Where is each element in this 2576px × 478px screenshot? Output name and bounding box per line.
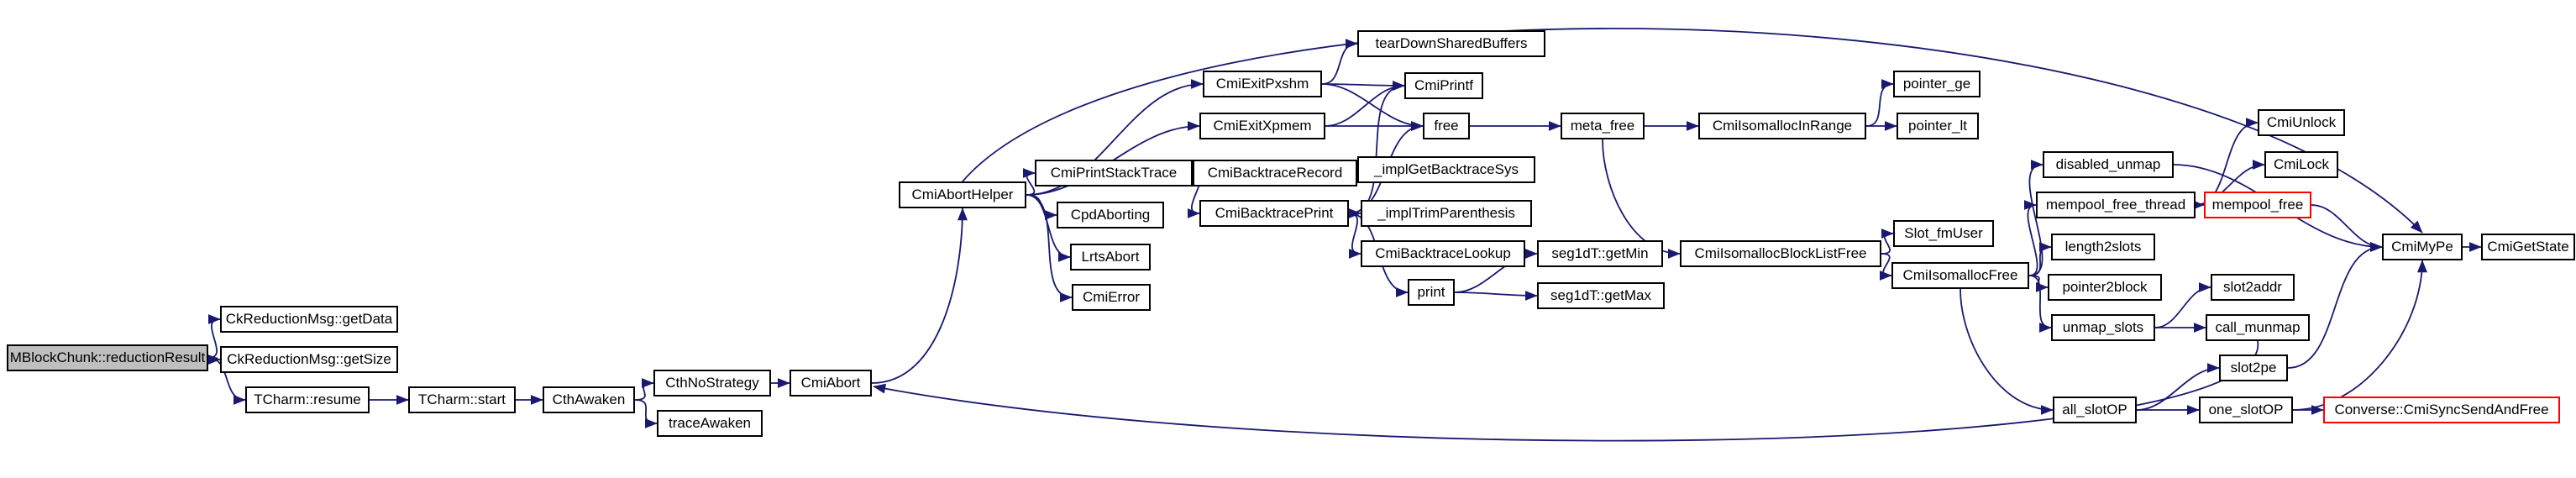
graph-node-cmimype[interactable]: CmiMyPe [2382, 234, 2463, 260]
call-edge-unmapslots-to-slot2addr [2154, 282, 2211, 328]
graph-node-backtracerecord[interactable]: CmiBacktraceRecord [1193, 160, 1357, 186]
call-edge-cmiexitpxshm-to-free [1321, 83, 1424, 131]
call-edge-isomallocfree-to-mempoolfreethread [2023, 200, 2038, 276]
call-edge-cmiexitxpmem-to-cmiprintf [1325, 81, 1405, 127]
call-edge-cmiaborthelper-to-cmiexitpxshm [1026, 79, 1204, 196]
call-edge-cthawaken-to-cthnostrategy [634, 378, 654, 401]
call-edge-print-to-getmin [1454, 249, 1538, 293]
graph-node-mempoolfreethread[interactable]: mempool_free_thread [2036, 192, 2196, 218]
graph-node-isomallocinrange[interactable]: CmiIsomallocInRange [1698, 113, 1866, 139]
graph-node-cthawaken[interactable]: CthAwaken [543, 386, 635, 413]
graph-node-print[interactable]: print [1408, 279, 1455, 306]
call-edge-reductionresult-to-getdata [207, 314, 221, 359]
graph-node-mempoolfree[interactable]: mempool_free [2204, 192, 2311, 218]
call-edge-isomallocfree-to-allslotop [1960, 288, 2054, 415]
graph-node-disabledunmap[interactable]: disabled_unmap [2043, 151, 2174, 178]
call-edge-backtraceprint-to-backtracelookup [1348, 213, 1361, 259]
call-edge-cthawaken-to-traceawaken [634, 399, 658, 428]
graph-node-cmierror[interactable]: CmiError [1072, 284, 1151, 311]
graph-node-getmax[interactable]: seg1dT::getMax [1537, 282, 1665, 309]
graph-node-allslotop[interactable]: all_slotOP [2053, 397, 2137, 423]
graph-node-length2slots[interactable]: length2slots [2051, 234, 2155, 260]
graph-node-pointerlt[interactable]: pointer_lt [1897, 113, 1979, 139]
graph-node-slotfmuser[interactable]: Slot_fmUser [1893, 220, 1994, 247]
call-edge-metafree-to-blocklistfree [1602, 139, 1681, 259]
graph-node-blocklistfree[interactable]: CmiIsomallocBlockListFree [1680, 240, 1881, 267]
graph-node-start[interactable]: TCharm::start [408, 386, 516, 413]
graph-node-conversesend[interactable]: Converse::CmiSyncSendAndFree [2323, 397, 2560, 423]
graph-node-reductionresult[interactable]: MBlockChunk::reductionResult [7, 344, 208, 371]
graph-node-cmiexitxpmem[interactable]: CmiExitXpmem [1199, 113, 1325, 139]
call-edge-oneslotop-to-cmimype [2292, 260, 2427, 411]
call-edge-cmiabort-to-cmiaborthelper [871, 207, 968, 384]
call-edge-allslotop-to-slot2pe [2136, 363, 2220, 411]
call-edge-blocklistfree-to-isomallocfree [1879, 253, 1892, 281]
graph-node-cpdaborting[interactable]: CpdAborting [1057, 202, 1164, 228]
edge-group [207, 28, 2482, 442]
graph-node-cmigetstate[interactable]: CmiGetState [2481, 234, 2575, 260]
graph-node-backtraceprint[interactable]: CmiBacktracePrint [1199, 200, 1349, 227]
call-edge-reductionresult-to-resume [207, 357, 246, 405]
call-edge-blocklistfree-to-slotfmuser [1881, 228, 1894, 255]
graph-node-slot2addr[interactable]: slot2addr [2211, 274, 2295, 301]
graph-node-implgetbacktracesys[interactable]: _implGetBacktraceSys [1357, 156, 1535, 183]
call-edge-callmunmap-to-cmiabort [873, 340, 2259, 442]
graph-node-getdata[interactable]: CkReductionMsg::getData [220, 306, 398, 333]
graph-node-cthnostrategy[interactable]: CthNoStrategy [653, 370, 771, 397]
graph-node-cmiprintstacktrace[interactable]: CmiPrintStackTrace [1035, 160, 1193, 186]
call-edge-isomallocinrange-to-pointerge [1865, 79, 1894, 127]
graph-node-cmiprintf[interactable]: CmiPrintf [1404, 72, 1483, 99]
graph-node-free[interactable]: free [1423, 113, 1470, 139]
graph-node-isomallocfree[interactable]: CmiIsomallocFree [1891, 262, 2029, 289]
call-edge-cmiaborthelper-to-cmiprintstacktrace [1022, 168, 1036, 196]
graph-node-cmiabort[interactable]: CmiAbort [790, 370, 872, 397]
call-edge-mempoolfreethread-to-cmilock [2195, 160, 2265, 206]
graph-node-resume[interactable]: TCharm::resume [245, 386, 370, 413]
graph-node-pointer2block[interactable]: pointer2block [2048, 274, 2162, 301]
call-edge-isomallocfree-to-length2slots [2028, 242, 2052, 276]
graph-node-unmapslots[interactable]: unmap_slots [2051, 314, 2155, 341]
graph-node-impltrimparenthesis[interactable]: _implTrimParenthesis [1361, 200, 1532, 227]
graph-node-slot2pe[interactable]: slot2pe [2219, 355, 2288, 381]
graph-node-getsize[interactable]: CkReductionMsg::getSize [220, 346, 398, 373]
graph-node-cmiunlock[interactable]: CmiUnlock [2258, 109, 2345, 136]
call-edge-cmiaborthelper-to-cmierror [1026, 194, 1073, 302]
graph-node-pointerge[interactable]: pointer_ge [1893, 71, 1981, 97]
call-edge-cmiexitpxshm-to-teardown [1321, 39, 1358, 85]
graph-node-metafree[interactable]: meta_free [1561, 113, 1645, 139]
call-edge-slot2pe-to-cmimype [2287, 242, 2383, 369]
graph-node-cmilock[interactable]: CmiLock [2264, 151, 2338, 178]
graph-node-cmiexitpxshm[interactable]: CmiExitPxshm [1203, 71, 1322, 97]
graph-node-lrtsabort[interactable]: LrtsAbort [1070, 244, 1151, 271]
graph-node-getmin[interactable]: seg1dT::getMin [1537, 240, 1663, 267]
call-edge-isomallocfree-to-unmapslots [2028, 275, 2052, 333]
call-edge-print-to-getmax [1454, 290, 1538, 301]
graph-node-cmiaborthelper[interactable]: CmiAbortHelper [899, 181, 1026, 208]
graph-node-traceawaken[interactable]: traceAwaken [657, 410, 763, 437]
graph-node-teardown[interactable]: tearDownSharedBuffers [1357, 30, 1545, 57]
graph-node-backtracelookup[interactable]: CmiBacktraceLookup [1361, 240, 1525, 267]
graph-node-callmunmap[interactable]: call_munmap [2206, 314, 2310, 341]
call-edge-backtraceprint-to-cmiprintf [1348, 81, 1405, 214]
graph-node-oneslotop[interactable]: one_slotOP [2199, 397, 2293, 423]
